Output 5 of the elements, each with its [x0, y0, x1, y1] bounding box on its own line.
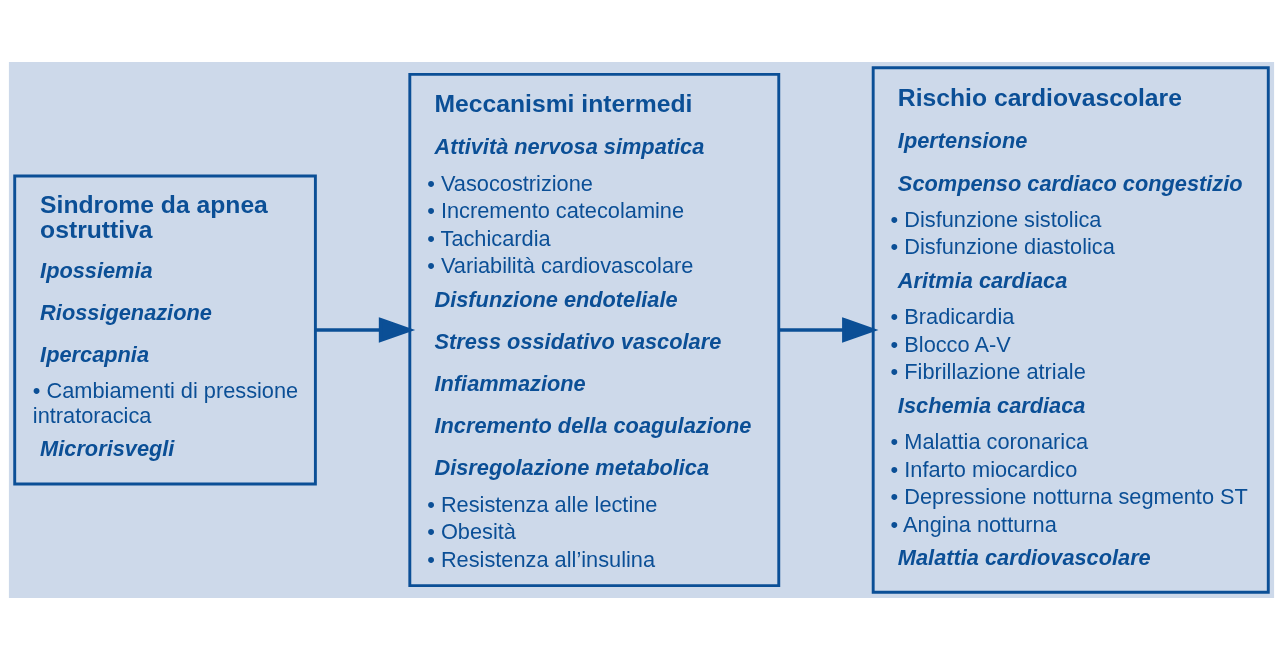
node-box: Meccanismi intermedi Attività nervosa simpatica • Vasocostrizione • Incremento catecolamine • Tachicardia • Variabilità cardiovascolare Disfunzione endoteliale Stress ossidativo vascolare Infiammazione Incremento della coagulazione Disregolazione metabolica • Resistenza alle lectine • Obesità • Resistenza all’insulina — [408, 72, 781, 588]
arrow — [315, 317, 416, 343]
node-box: Rischio cardiovascolare Ipertensione Scompenso cardiaco congestizio • Disfunzione sistolica • Disfunzione diastolica Aritmia cardiaca • Bradicardia • Blocco A-V • Fibrillazione atriale Ischemia cardiaca • Malattia coronarica • Infarto miocardico • Depressione notturna segmento ST • Angina notturna Malattia cardiovascolare — [871, 66, 1270, 594]
arrow — [778, 317, 879, 343]
node-box: Sindrome da apnea ostruttiva Ipossiemia Riossigenazione Ipercapnia • Cambiamenti di pressione intratoracica Microrisvegli — [13, 174, 317, 486]
